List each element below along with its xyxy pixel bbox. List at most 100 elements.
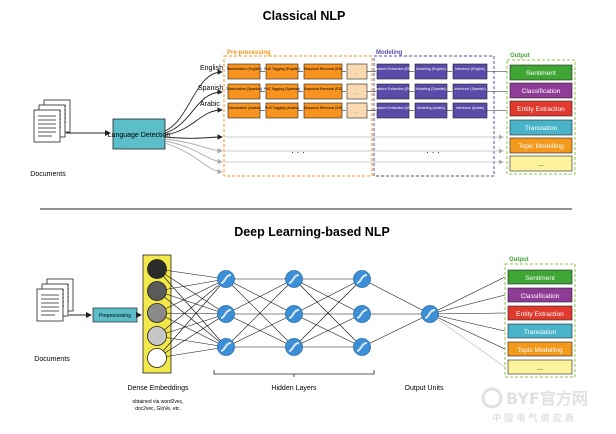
watermark-tagline: 中 国 电 气 供 应 商 [492,412,574,424]
hidden-neuron-1-2 [216,304,236,324]
deep-documents-label: Documents [34,356,70,363]
pre-step-2-2: PoS Tagging (Spanish) [264,87,301,91]
language-detection-label: Language Detection [108,132,171,139]
classical-output-topic-modelling: Topic Modelling [509,137,573,154]
output-units-label: Output Units [405,385,444,392]
svg-text:Entity Extraction: Entity Extraction [517,106,565,113]
svg-text:Sentiment: Sentiment [526,70,556,77]
hidden-layers-bracket [213,370,375,375]
embedding-node-1 [147,259,167,279]
classical-documents-label: Documents [30,171,66,178]
model-step-3-3: Inference (Arabic) [456,106,485,110]
svg-text:...: ... [538,161,544,168]
hidden-neuron-2-3 [284,337,304,357]
classical-output-ellipsis: ... [509,155,573,172]
deep-output-classification: Classification [507,287,573,303]
pre-step-1-1: Tokenization (English) [226,67,261,71]
svg-text:Topic Modelling: Topic Modelling [518,143,564,150]
dense-embeddings-note-1: obtained via word2vec, [132,399,183,405]
dense-embeddings-label: Dense Embeddings [127,385,189,392]
pre-step-1-2: PoS Tagging (English) [264,67,300,71]
model-step-3-1: Feature Extraction (AR) [374,106,412,110]
deep-output-region [504,263,576,378]
hidden-layer-1 [216,269,236,357]
hidden-layer-2 [284,269,304,357]
pre-step-3-ellipsis: ... [356,110,359,114]
watermark-brand: BYF官方网 [506,389,588,408]
embedding-node-2 [147,281,167,301]
model-step-2-3: Inference (Spanish) [454,87,485,91]
svg-text:Preprocessing: Preprocessing [99,313,131,319]
classical-output-title: Output [510,53,530,59]
deep-output-topic-modelling: Topic Modelling [507,341,573,357]
svg-text:...: ... [537,365,543,372]
deep-output-ellipsis: ... [507,359,573,375]
language-branch-lines [164,69,223,175]
pre-step-1-ellipsis: ... [356,71,359,75]
svg-text:Classification: Classification [521,293,560,300]
language-detection-box: Language Detection [108,118,171,150]
svg-text:Translation: Translation [525,125,558,132]
model-step-1-3: Inference (English) [455,67,485,71]
deep-output-title: Output [509,257,529,263]
hidden-neuron-3-2 [352,304,372,324]
deep-preprocessing-box: Preprocessing [92,307,138,323]
svg-text:Translation: Translation [524,329,557,336]
embedding-nodes [147,259,167,368]
svg-text:Entity Extraction: Entity Extraction [516,311,564,318]
classical-output-region [506,59,576,175]
hidden-neuron-1-1 [216,269,236,289]
hidden-neuron-2-2 [284,304,304,324]
hidden-neuron-2-1 [284,269,304,289]
svg-text:Sentiment: Sentiment [525,275,555,282]
other-language-arrows [225,134,504,165]
pipeline-row-spanish: Tokenization (Spanish) PoS Tagging (Span… [226,83,507,100]
hidden-neuron-3-3 [352,337,372,357]
model-step-3-2: Modeling (Arabic) [417,106,445,110]
pre-step-3-3: Stopword Removal (AR) [304,106,343,110]
classical-title: Classical NLP [263,9,346,23]
deep-output-sentiment: Sentiment [507,269,573,285]
watermark-logo-icon [481,387,503,409]
embedding-node-5 [147,348,167,368]
hidden-neuron-1-3 [216,337,236,357]
embedding-node-3 [147,303,167,323]
pipeline-row-english: Tokenization (English) PoS Tagging (Engl… [226,63,507,80]
pre-step-2-3: Stopword Removal (ES) [304,87,343,91]
embedding-node-4 [147,326,167,346]
pre-step-2-1: Tokenization (Spanish) [226,87,262,91]
hidden-layers-label: Hidden Layers [271,385,317,392]
deep-output-entity-extraction: Entity Extraction [507,305,573,321]
network-connections [156,268,506,359]
deep-documents-icon [36,278,74,322]
classical-output-classification: Classification [509,82,573,99]
deep-output-translation: Translation [507,323,573,339]
svg-text:Topic Modelling: Topic Modelling [517,347,563,354]
pipeline-row-arabic: Tokenization (Arabic) PoS Tagging (Arabi… [227,102,507,119]
language-english: English [200,65,223,72]
model-step-1-1: Feature Extraction (EN) [374,67,412,71]
preprocessing-more-dots: · · · [291,147,305,157]
pre-step-3-2: PoS Tagging (Arabic) [265,106,299,110]
modeling-title: Modeling [376,50,403,56]
preprocessing-title: Pre-processing [227,50,271,56]
classical-documents-icon [33,99,71,143]
output-unit-neuron [420,304,440,324]
language-arabic: Arabic [200,101,220,108]
svg-text:Classification: Classification [522,88,561,95]
pre-step-3-1: Tokenization (Arabic) [227,106,261,110]
classical-output-sentiment: Sentiment [509,64,573,81]
classical-output-translation: Translation [509,119,573,136]
dense-embeddings-note-2: doc2vec, GloVe, etc. [135,406,181,412]
modeling-region [373,55,495,177]
deep-title: Deep Learning-based NLP [234,225,390,239]
preprocessing-region [223,55,373,177]
hidden-neuron-3-1 [352,269,372,289]
model-step-1-2: Modeling (English) [416,67,446,71]
modeling-more-dots: · · · [426,147,440,157]
model-step-2-1: Feature Extraction (ES) [374,87,412,91]
classical-output-entity-extraction: Entity Extraction [509,100,573,117]
model-step-2-2: Modeling (Spanish) [416,87,447,91]
hidden-layer-3 [352,269,372,357]
